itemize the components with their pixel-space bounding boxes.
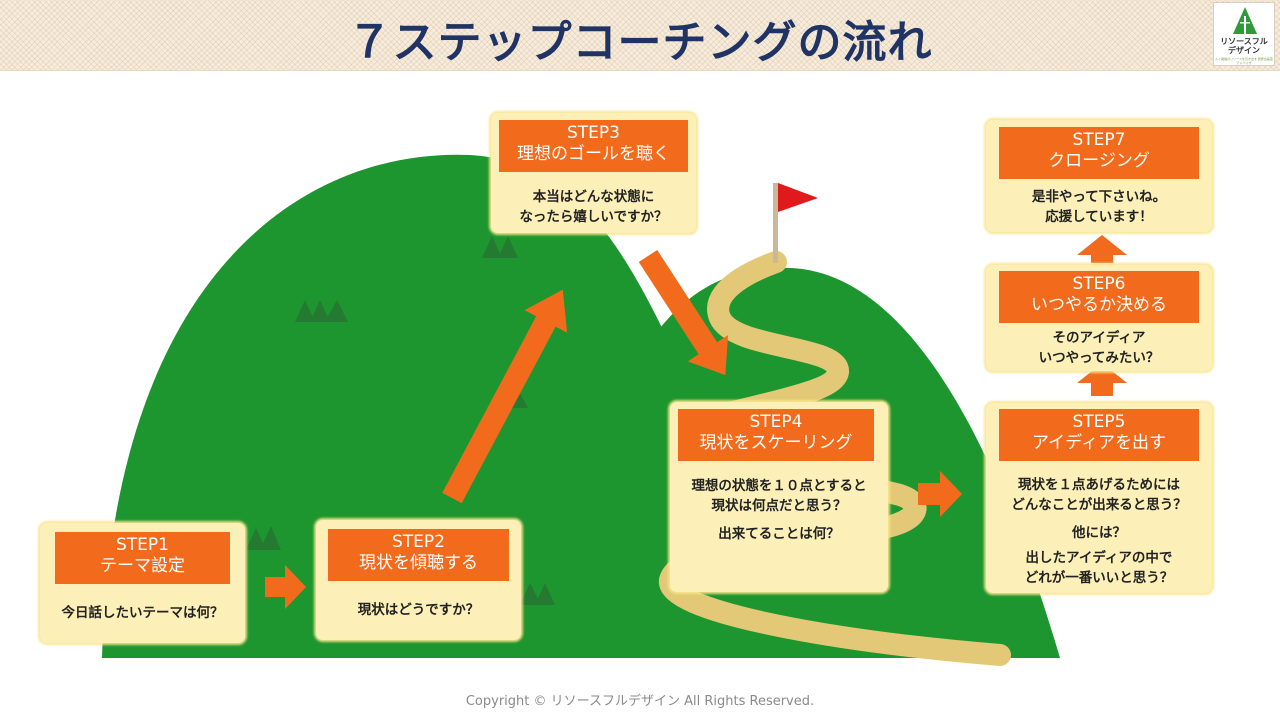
step-card-5: STEP5 アイディアを出す 現状を１点あげるためには どんなことが出来ると思う… bbox=[986, 403, 1212, 593]
step-name: アイディアを出す bbox=[1032, 433, 1166, 453]
arrow-step4-to-step5-icon bbox=[918, 471, 962, 517]
trees bbox=[246, 236, 555, 605]
arrow-step1-to-step2-icon bbox=[265, 565, 306, 609]
step-card-3: STEP3 理想のゴールを聴く 本当はどんな状態に なったら嬉しいですか？ bbox=[491, 113, 696, 233]
step-header: STEP2 現状を傾聴する bbox=[328, 529, 509, 581]
flow-arrows bbox=[265, 235, 1127, 609]
arrow-step5-to-step6-icon bbox=[1077, 363, 1127, 396]
tree-icon bbox=[295, 300, 315, 322]
step-question: 出来てることは何？ bbox=[718, 526, 840, 542]
step-header: STEP7 クロージング bbox=[999, 127, 1199, 179]
tree-icon bbox=[482, 236, 502, 258]
arrow-step6-to-step7-icon bbox=[1077, 235, 1127, 263]
arrow-step3-to-step4-icon bbox=[638, 250, 729, 376]
step-question: 現状はどうですか？ bbox=[357, 602, 480, 618]
arrow-step2-to-step3-icon bbox=[442, 289, 568, 504]
flag-cloth-icon bbox=[778, 183, 818, 212]
step-name: 理想のゴールを聴く bbox=[517, 144, 670, 164]
tree-icon bbox=[310, 300, 330, 322]
step-label: STEP1 bbox=[116, 535, 169, 555]
step-question: 今日話したいテーマは何？ bbox=[61, 605, 224, 621]
step-question: 他には？ bbox=[1072, 525, 1126, 541]
tree-icon bbox=[520, 583, 541, 605]
tree-icon bbox=[260, 526, 281, 550]
flag bbox=[773, 183, 818, 263]
step-label: STEP7 bbox=[1072, 130, 1126, 150]
step-question: 理想の状態を１０点とすると 現状は何点だと思う？ bbox=[691, 478, 867, 514]
step-card-1: STEP1 テーマ設定 今日話したいテーマは何？ bbox=[40, 523, 245, 643]
step-header: STEP4 現状をスケーリング bbox=[678, 409, 874, 461]
step-label: STEP6 bbox=[1072, 274, 1126, 294]
step-question: 現状を１点あげるためには どんなことが出来ると思う？ bbox=[1011, 477, 1187, 513]
step-card-7: STEP7 クロージング 是非やって下さいね。 応援しています！ bbox=[986, 120, 1212, 232]
step-name: クロージング bbox=[1048, 151, 1150, 171]
step-label: STEP5 bbox=[1072, 412, 1126, 432]
step-label: STEP2 bbox=[392, 532, 445, 552]
tree-icon bbox=[535, 583, 555, 605]
step-question: 出したアイディアの中で どれが一番いいと思う？ bbox=[1024, 550, 1174, 586]
step-name: 現状を傾聴する bbox=[359, 553, 478, 573]
header-banner: ７ステップコーチングの流れ リソースフル デザイン 人と組織のリソースを引き出す… bbox=[0, 0, 1280, 71]
copyright-footer: Copyright © リソースフルデザイン All Rights Reserv… bbox=[465, 694, 815, 709]
step-card-2: STEP2 現状を傾聴する 現状はどうですか？ bbox=[316, 520, 521, 640]
step-question: 本当はどんな状態に なったら嬉しいですか？ bbox=[519, 189, 668, 225]
step-header: STEP5 アイディアを出す bbox=[999, 409, 1199, 461]
step-label: STEP3 bbox=[567, 123, 620, 143]
step-header: STEP3 理想のゴールを聴く bbox=[499, 120, 688, 172]
step-question: 是非やって下さいね。 応援しています！ bbox=[1031, 189, 1167, 225]
step-card-6: STEP6 いつやるか決める そのアイディア いつやってみたい？ bbox=[986, 265, 1212, 371]
step-name: 現状をスケーリング bbox=[699, 433, 853, 453]
flag-pole bbox=[773, 183, 778, 263]
tree-logo-icon bbox=[1233, 7, 1257, 37]
page-title: ７ステップコーチングの流れ bbox=[347, 17, 933, 68]
company-logo: リソースフル デザイン 人と組織のリソースを引き出す 研修企画室アドバイザ bbox=[1213, 2, 1275, 66]
step-header: STEP6 いつやるか決める bbox=[999, 271, 1199, 323]
tree-icon bbox=[325, 300, 348, 322]
step-name: いつやるか決める bbox=[1031, 295, 1167, 315]
step-header: STEP1 テーマ設定 bbox=[55, 532, 230, 584]
tree-icon bbox=[498, 236, 518, 258]
tree-icon bbox=[246, 528, 266, 550]
step-card-4: STEP4 現状をスケーリング 理想の状態を１０点とすると 現状は何点だと思う？… bbox=[670, 402, 888, 592]
step-label: STEP4 bbox=[749, 412, 803, 432]
logo-subtext: 人と組織のリソースを引き出す 研修企画室アドバイザ bbox=[1215, 57, 1273, 65]
step-name: テーマ設定 bbox=[100, 556, 185, 576]
logo-text: リソースフル デザイン bbox=[1220, 37, 1268, 55]
step-question: そのアイディア いつやってみたい？ bbox=[1038, 330, 1160, 366]
